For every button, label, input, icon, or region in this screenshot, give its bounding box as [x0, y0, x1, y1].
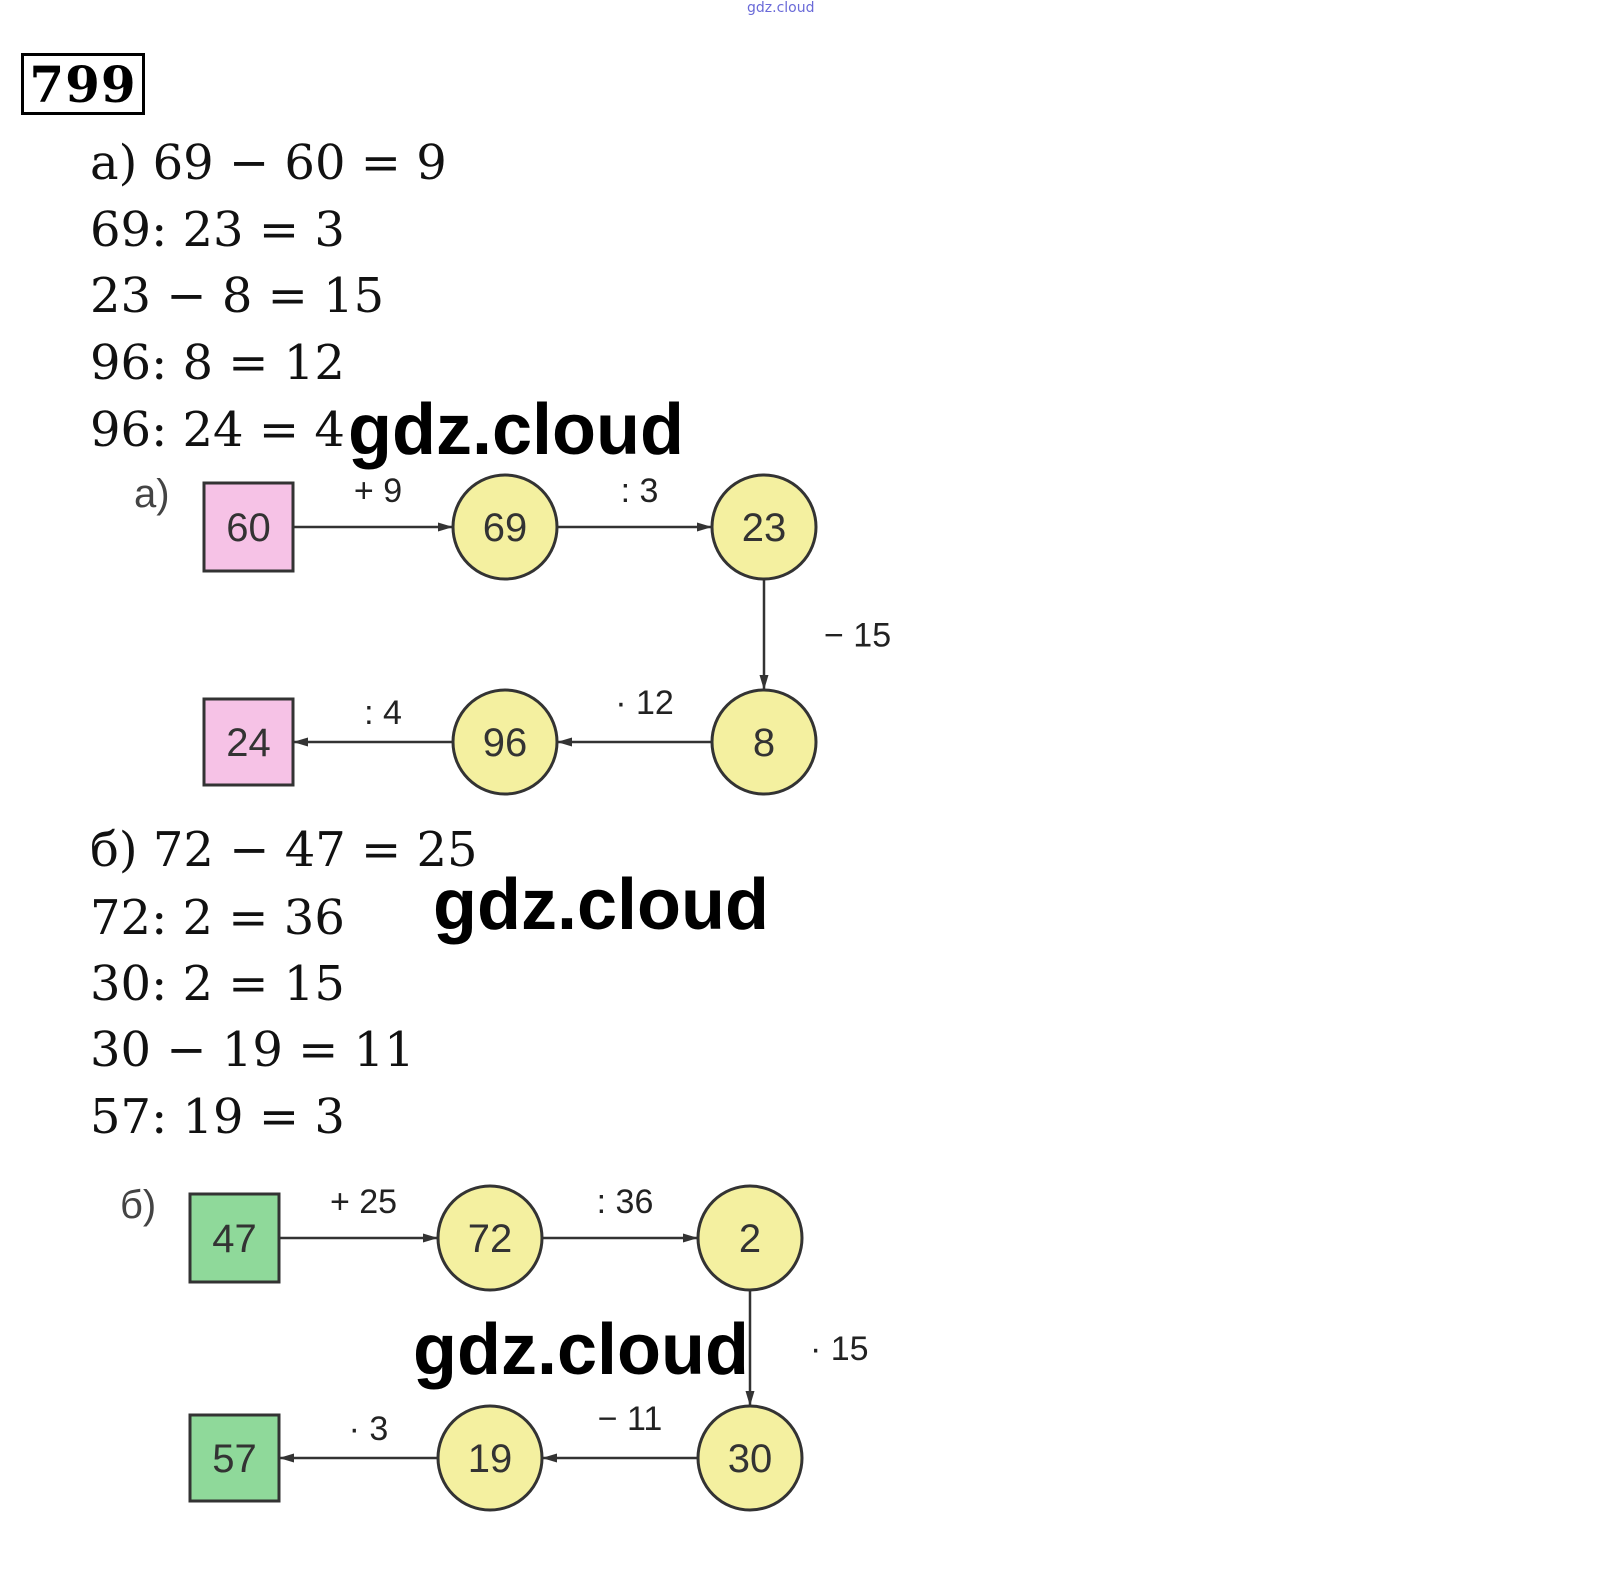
equation: 23 − 8 = 15	[90, 268, 385, 324]
operation-label: : 3	[621, 472, 659, 510]
node-circle	[710, 688, 818, 796]
watermark: gdz.cloud	[433, 865, 769, 945]
equation: 96: 8 = 12	[90, 335, 345, 391]
node-circle	[710, 473, 818, 581]
node-value: 69	[483, 506, 528, 550]
site-watermark-top: gdz.cloud	[747, 0, 815, 16]
node-value: 8	[753, 721, 775, 765]
node-circle	[436, 1184, 544, 1292]
node-circle	[436, 1404, 544, 1512]
node-value: 19	[468, 1437, 513, 1481]
operation-label: · 3	[349, 1410, 389, 1448]
equation: 72: 2 = 36	[90, 890, 345, 946]
node-value: 72	[468, 1217, 513, 1261]
operation-label: − 11	[598, 1400, 663, 1438]
equation: а) 69 − 60 = 9	[90, 135, 447, 191]
operation-label: : 36	[597, 1183, 654, 1221]
operation-label: : 4	[364, 694, 402, 732]
diagram-label: а)	[134, 472, 170, 516]
start-value: 47	[212, 1217, 257, 1261]
equation: 30 − 19 = 11	[90, 1022, 415, 1078]
node-value: 30	[728, 1437, 773, 1481]
operation-label: · 12	[615, 684, 674, 722]
equation: 96: 24 = 4	[90, 402, 345, 458]
problem-number: 799	[21, 53, 145, 115]
equation: б) 72 − 47 = 25	[90, 822, 478, 878]
node-circle	[696, 1404, 804, 1512]
equation: 30: 2 = 15	[90, 956, 345, 1012]
diagram-label: б)	[120, 1183, 156, 1227]
node-circle	[451, 688, 559, 796]
node-circle	[696, 1184, 804, 1292]
operation-label: + 25	[330, 1183, 397, 1221]
operation-label: − 15	[824, 617, 891, 655]
node-value: 2	[739, 1217, 761, 1261]
node-value: 23	[742, 506, 787, 550]
start-box	[202, 481, 295, 573]
end-value: 57	[212, 1437, 257, 1481]
equation: 69: 23 = 3	[90, 202, 345, 258]
end-box	[188, 1413, 281, 1503]
equation: 57: 19 = 3	[90, 1089, 345, 1145]
start-box	[188, 1192, 281, 1284]
operation-label: + 9	[354, 472, 402, 510]
end-value: 24	[226, 721, 271, 765]
end-box	[202, 697, 295, 787]
node-circle	[451, 473, 559, 581]
node-value: 96	[483, 721, 528, 765]
start-value: 60	[226, 506, 271, 550]
operation-label: · 15	[810, 1330, 869, 1368]
watermark: gdz.cloud	[413, 1310, 749, 1390]
watermark: gdz.cloud	[348, 390, 684, 470]
